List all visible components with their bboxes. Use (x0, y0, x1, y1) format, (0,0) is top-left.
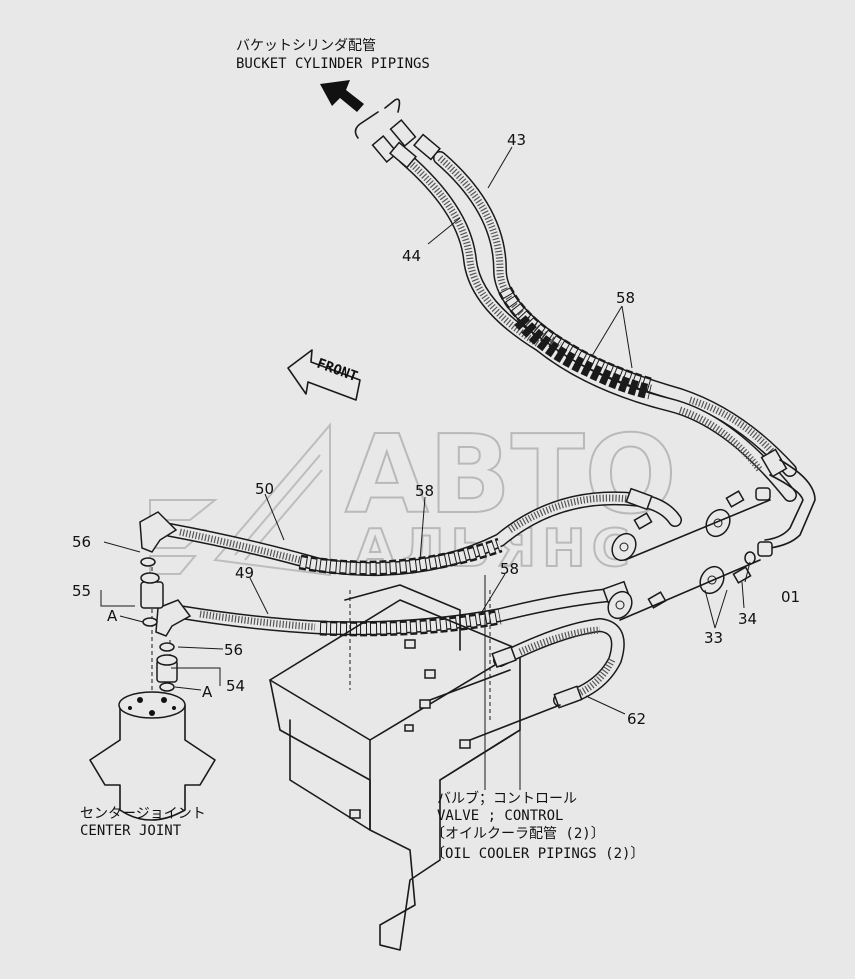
part-number-56-lower: 56 (224, 641, 243, 659)
bucket-direction-arrow-icon (320, 80, 401, 139)
flange-assembly (607, 490, 771, 621)
part-number-34: 34 (738, 610, 757, 628)
oil-cooler-jp-label: 〔オイルクーラ配管 (2)〕 (431, 826, 605, 842)
part-numbers: 43 44 58 50 58 56 49 58 55 01 34 33 56 5… (72, 131, 800, 728)
oil-cooler-hose-62 (429, 618, 625, 741)
watermark-logo-icon (149, 422, 331, 577)
part-number-56-upper: 56 (72, 533, 91, 551)
part-number-33: 33 (704, 629, 723, 647)
control-valve (269, 584, 521, 951)
valve-control-en-label: VALVE ; CONTROL (437, 808, 563, 824)
part-number-62: 62 (627, 710, 646, 728)
part-number-50: 50 (255, 480, 274, 498)
bucket-pipings-en-label: BUCKET CYLINDER PIPINGS (236, 56, 430, 72)
part-number-01: 01 (781, 588, 800, 606)
fittings-54-55-56 (140, 557, 178, 692)
view-a-label-1: A (107, 607, 118, 625)
part-number-44: 44 (402, 247, 421, 265)
valve-control-jp-label: バルブ；コントロール (437, 790, 577, 807)
watermark-line1: АВТО (345, 413, 676, 538)
part-number-58-upper: 58 (616, 289, 635, 307)
front-arrow: FRONT (287, 349, 361, 401)
hose-43-44 (371, 119, 816, 557)
oil-cooler-en-label: 〔OIL COOLER PIPINGS (2)〕 (431, 846, 644, 862)
part-number-49: 49 (235, 564, 254, 582)
center-joint-en-label: CENTER JOINT (80, 823, 182, 839)
text-labels: バケットシリンダ配管 BUCKET CYLINDER PIPINGS センタージ… (80, 38, 644, 862)
view-a-label-2: A (202, 683, 213, 701)
part-number-58-mid: 58 (415, 482, 434, 500)
part-number-58-lower: 58 (500, 560, 519, 578)
part-number-55: 55 (72, 582, 91, 600)
center-joint-jp-label: センタージョイント (80, 806, 206, 822)
leader-lines (100, 146, 751, 790)
front-label: FRONT (315, 356, 360, 385)
part-number-54: 54 (226, 677, 245, 695)
hose-50-49 (139, 487, 682, 637)
part-number-43: 43 (507, 131, 526, 149)
bucket-pipings-jp-label: バケットシリンダ配管 (236, 38, 376, 54)
